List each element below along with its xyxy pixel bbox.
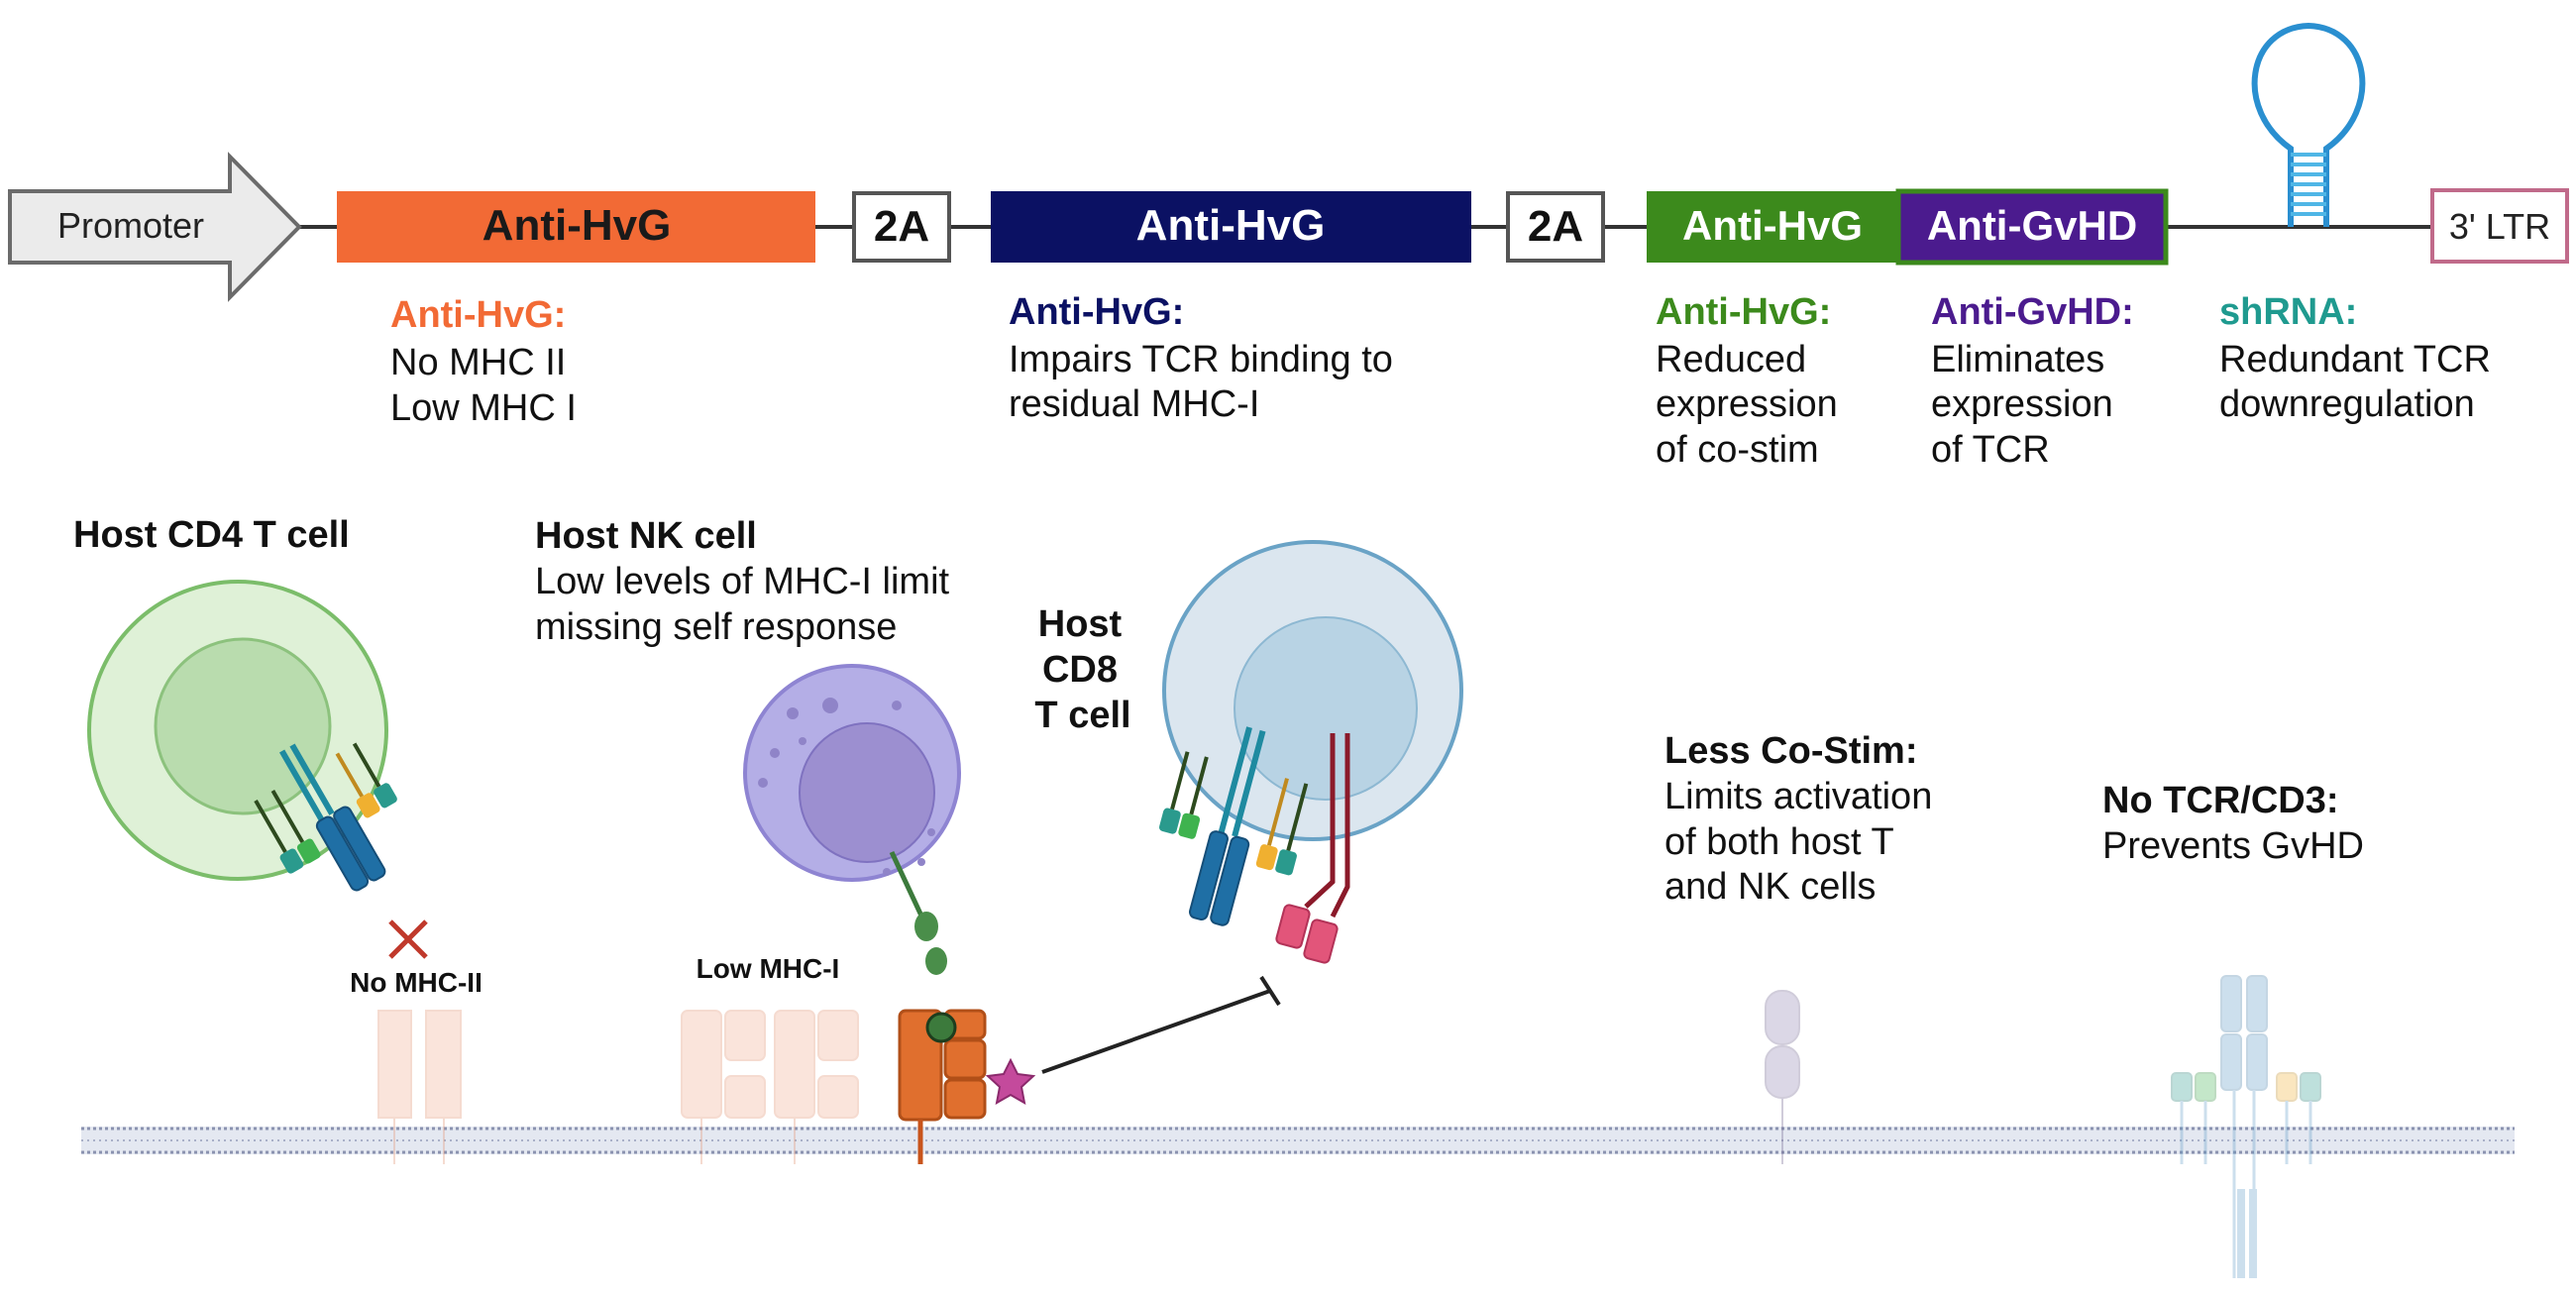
annotation-3-title: Anti-HvG: — [1656, 291, 1831, 333]
shrna-hairpin-icon — [2251, 22, 2366, 227]
nk-cell — [743, 664, 961, 975]
cd4-cell-nucleus — [154, 637, 332, 815]
linker-2a-2 — [1506, 191, 1605, 263]
costim-effect-title: Less Co-Stim: — [1664, 730, 1917, 772]
annotation-4-title: Anti-GvHD: — [1931, 291, 2134, 333]
promoter-arrow: Promoter — [8, 152, 302, 302]
annotation-3-line-3: of co-stim — [1656, 429, 1819, 471]
annotation-4: Anti-GvHD: Eliminates expression of TCR — [1931, 291, 2134, 471]
segment-anti-gvhd-label: Anti-GvHD — [1927, 202, 2137, 249]
tcr-effect-title: No TCR/CD3: — [2102, 780, 2339, 821]
cd8-cell-nucleus — [1234, 616, 1418, 801]
cd4-cell-title: Host CD4 T cell — [73, 514, 350, 556]
linker-2a-2-label: 2A — [1528, 202, 1583, 251]
star-ligand-icon — [985, 1057, 1036, 1105]
mhc-ii-faded-icon — [377, 1010, 462, 1164]
nk-cell-desc-1: Low levels of MHC-I limit — [535, 561, 950, 602]
annotation-4-line-1: Eliminates — [1931, 339, 2104, 380]
nk-cell-nucleus — [799, 722, 935, 863]
costim-effect-line-3: and NK cells — [1664, 866, 1876, 908]
nk-cell-title: Host NK cell — [535, 515, 757, 557]
annotation-2-title: Anti-HvG: — [1009, 291, 1184, 333]
mhc-i-faded-icon-2 — [774, 1010, 859, 1164]
cd8-cell-title-2: CD8 — [1042, 649, 1118, 691]
annotation-4-line-2: expression — [1931, 383, 2113, 425]
blocked-x-icon — [388, 919, 428, 959]
segment-anti-hvg-navy — [991, 191, 1471, 263]
annotation-5: shRNA: Redundant TCR downregulation — [2219, 291, 2491, 425]
annotation-1-title: Anti-HvG: — [390, 294, 566, 336]
segment-anti-hvg-green-label: Anti-HvG — [1682, 202, 1863, 249]
annotation-3-line-1: Reduced — [1656, 339, 1806, 380]
nk-granules — [758, 698, 935, 876]
cd8-tcr-complex-icon — [1158, 726, 1309, 926]
tcr-cd3-faded-icon — [2171, 975, 2321, 1278]
annotation-3-line-2: expression — [1656, 383, 1838, 425]
no-mhc-ii-label: No MHC-II — [350, 967, 483, 998]
segment-anti-hvg-orange-label: Anti-HvG — [483, 201, 672, 250]
cd8-cell-title-1: Host — [1038, 603, 1123, 645]
annotation-2-line-1: Impairs TCR binding to — [1009, 339, 1393, 380]
annotation-1: Anti-HvG: No MHC II Low MHC I — [390, 294, 577, 429]
annotation-2: Anti-HvG: Impairs TCR binding to residua… — [1009, 291, 1393, 425]
tcr-effect-line-1: Prevents GvHD — [2102, 825, 2364, 867]
cd8-inhibitory-receptor-icon — [1275, 733, 1350, 964]
costim-effect-line-2: of both host T — [1664, 821, 1894, 863]
costim-effect: Less Co-Stim: Limits activation of both … — [1664, 730, 1932, 908]
annotation-5-line-2: downregulation — [2219, 383, 2475, 425]
low-mhc-i-label: Low MHC-I — [697, 953, 840, 984]
nk-receptor-icon — [889, 850, 947, 975]
annotation-3: Anti-HvG: Reduced expression of co-stim — [1656, 291, 1838, 471]
annotation-1-line-1: No MHC II — [390, 342, 566, 383]
annotation-4-line-3: of TCR — [1931, 429, 2050, 471]
ltr-box — [2430, 188, 2569, 264]
mhc-i-solid-icon — [898, 1009, 987, 1164]
annotation-5-title: shRNA: — [2219, 291, 2357, 333]
ltr-label: 3' LTR — [2449, 206, 2550, 247]
cd4-tcr-complex-icon — [254, 742, 397, 892]
annotation-2-line-2: residual MHC-I — [1009, 383, 1259, 425]
mhc-i-faded-icon-1 — [681, 1010, 766, 1164]
cd4-t-cell — [87, 580, 428, 959]
segment-anti-hvg-orange — [337, 191, 815, 263]
linker-2a-1-label: 2A — [874, 202, 929, 251]
cd8-cell-title-3: T cell — [1034, 695, 1130, 736]
membrane — [81, 1127, 2515, 1154]
cd8-cell-title: Host CD8 T cell — [1034, 603, 1130, 736]
cd8-t-cell — [1158, 540, 1463, 964]
annotation-5-line-1: Redundant TCR — [2219, 339, 2491, 380]
costim-effect-line-1: Limits activation — [1664, 776, 1932, 817]
tcr-effect: No TCR/CD3: Prevents GvHD — [2102, 780, 2364, 867]
annotation-1-line-2: Low MHC I — [390, 387, 577, 429]
linker-2a-1 — [852, 191, 951, 263]
segment-anti-gvhd — [1895, 188, 2169, 266]
segment-anti-hvg-green — [1647, 191, 1898, 263]
nk-cell-desc-2: missing self response — [535, 606, 897, 648]
construct: Promoter Anti-HvG 2A Anti-HvG 2A Anti-Hv… — [8, 22, 2569, 302]
costim-faded-icon — [1765, 990, 1800, 1164]
segment-anti-hvg-navy-label: Anti-HvG — [1136, 201, 1326, 250]
promoter-label: Promoter — [57, 205, 204, 246]
inhibition-arrow-icon — [1041, 975, 1281, 1074]
